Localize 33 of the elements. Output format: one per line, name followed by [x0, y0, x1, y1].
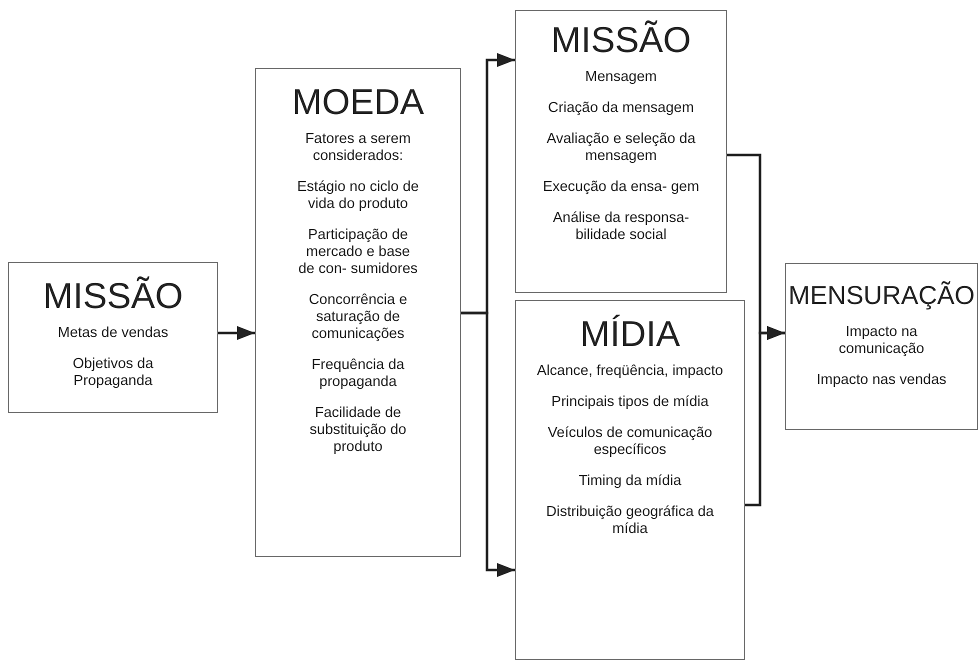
box-item: Criação da mensagem [548, 100, 694, 117]
process-box [785, 263, 978, 430]
box-item: Principais tipos de mídia [551, 394, 709, 411]
box-heading: MOEDA [292, 83, 424, 121]
box-item: Avaliação e seleção da mensagem [546, 131, 696, 165]
box-item: Participação de mercado e base de con- sumidores [297, 227, 419, 278]
box-item: Veículos de comunicação específicos [546, 425, 714, 459]
box-item: Execução da ensa- gem [542, 179, 700, 196]
arrow [745, 326, 785, 506]
box-item: Alcance, freqüência, impacto [536, 363, 724, 380]
box-item: Estágio no ciclo de vida do produto [297, 179, 419, 213]
box-item: Fatores a serem considerados: [304, 131, 412, 165]
box-heading: MENSURAÇÃO [788, 279, 975, 312]
box-item: Análise da responsa- bilidade social [552, 210, 690, 244]
box-item: Impacto na comunicação [838, 324, 926, 358]
box-item: Metas de vendas [58, 325, 168, 342]
box-item: Objetivos da Propaganda [72, 356, 154, 390]
box-item: Frequência da propaganda [310, 357, 406, 391]
box-item: Facilidade de substituição do produto [308, 405, 408, 456]
box-heading: MISSÃO [42, 277, 184, 315]
box-item: Distribuição geográfica da mídia [545, 504, 715, 538]
box-item: Impacto nas vendas [816, 372, 946, 389]
box-heading: MISSÃO [550, 21, 692, 59]
arrow [218, 326, 255, 340]
box-item: Timing da mídia [578, 473, 682, 490]
process-box [515, 300, 745, 660]
box-item: Mensagem [585, 69, 657, 86]
box-heading: MÍDIA [580, 315, 680, 353]
process-box [515, 10, 727, 293]
process-box [255, 68, 461, 557]
process-box [8, 262, 218, 413]
box-item: Concorrência e saturação de comunicações [308, 292, 408, 343]
arrow [461, 312, 515, 577]
